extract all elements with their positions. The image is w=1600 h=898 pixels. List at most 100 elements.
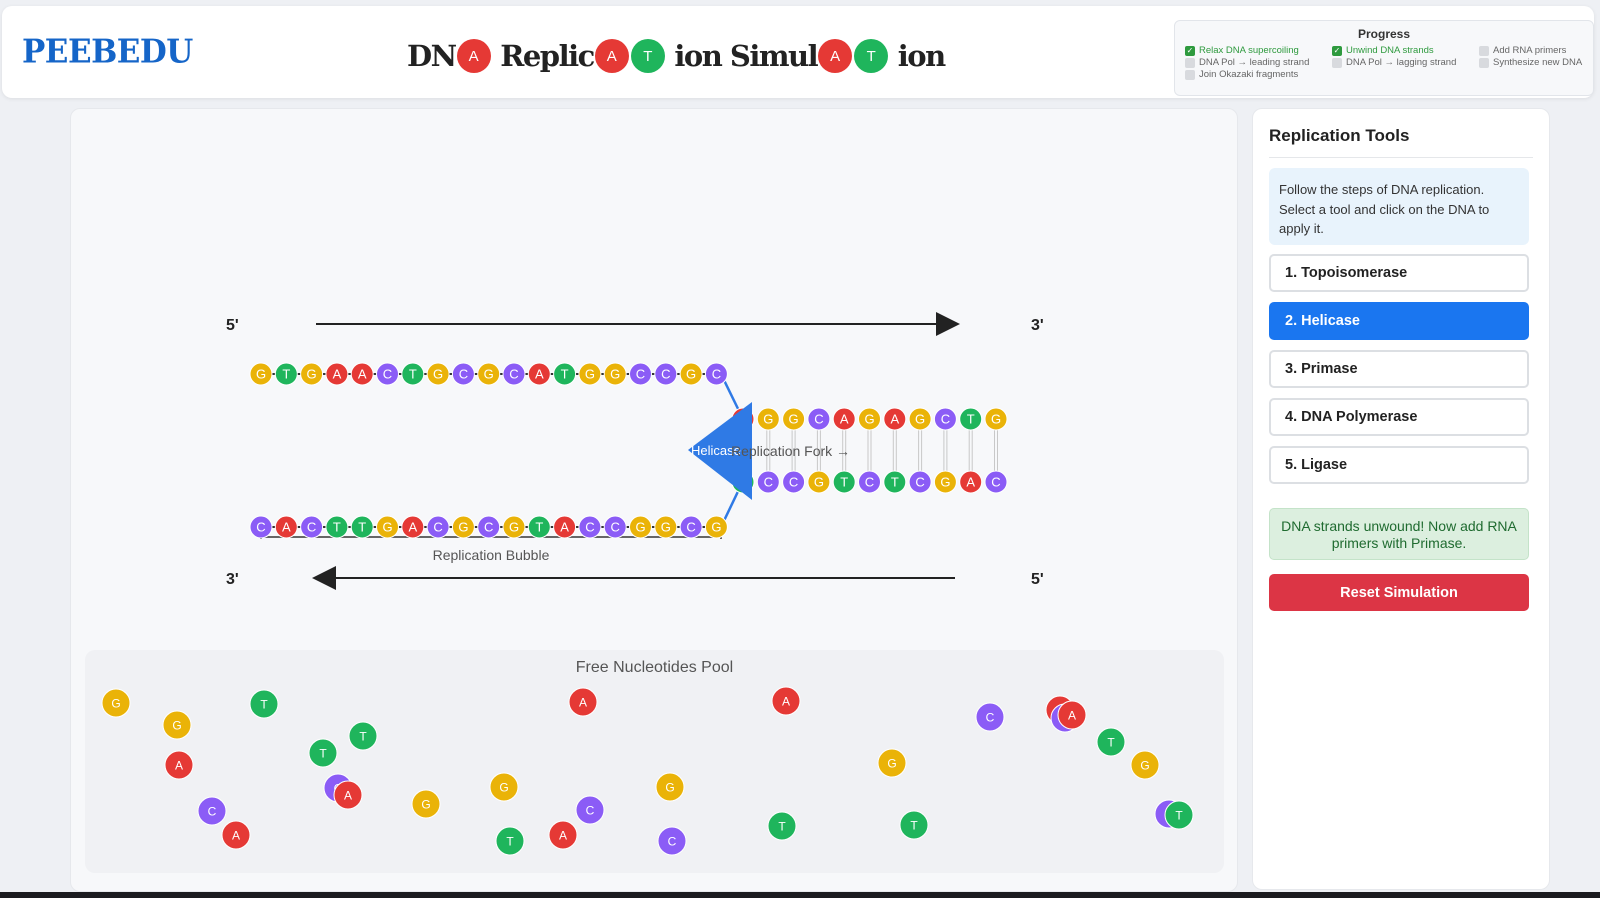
nucleotide-c[interactable]: C	[975, 702, 1005, 732]
nucleotide-c[interactable]: C	[502, 362, 526, 386]
brand-logo[interactable]: PEEBEDU	[22, 33, 193, 71]
nucleotide-letter: T	[1107, 735, 1115, 749]
nucleotide-t[interactable]: T	[495, 826, 525, 856]
nucleotide-c[interactable]: C	[578, 515, 602, 539]
nucleotide-t[interactable]: T	[350, 515, 374, 539]
nucleotide-c[interactable]: C	[426, 515, 450, 539]
tool-button-helicase[interactable]: 2. Helicase	[1269, 302, 1529, 340]
nucleotide-a[interactable]: A	[883, 407, 907, 431]
nucleotide-g[interactable]: G	[249, 362, 273, 386]
nucleotide-c[interactable]: C	[679, 515, 703, 539]
tool-button-topoisomerase[interactable]: 1. Topoisomerase	[1269, 254, 1529, 292]
nucleotide-g[interactable]: G	[411, 789, 441, 819]
nucleotide-a[interactable]: A	[164, 750, 194, 780]
nucleotide-g[interactable]: G	[629, 515, 652, 539]
nucleotide-t[interactable]: T	[1164, 800, 1194, 830]
nucleotide-c[interactable]: C	[984, 470, 1008, 494]
nucleotide-g[interactable]: G	[603, 362, 627, 386]
nucleotide-c[interactable]: C	[858, 470, 881, 494]
nucleotide-c[interactable]: C	[782, 470, 806, 494]
nucleotide-a[interactable]: A	[350, 362, 374, 386]
nucleotide-g[interactable]: G	[489, 772, 519, 802]
nucleotide-t[interactable]: T	[274, 362, 298, 386]
pool-area: GGTATTCACAGGTCAAGCTAGTCACATGCT	[101, 686, 1194, 856]
helicase-enzyme[interactable]: Helicase	[688, 402, 752, 500]
nucleotide-g[interactable]: G	[502, 515, 526, 539]
nucleotide-g[interactable]: G	[426, 362, 450, 386]
nucleotide-t[interactable]: T	[899, 810, 929, 840]
nucleotide-t[interactable]: T	[959, 407, 983, 431]
nucleotide-a[interactable]: A	[527, 362, 551, 386]
tool-button-dna-polymerase[interactable]: 4. DNA Polymerase	[1269, 398, 1529, 436]
nucleotide-c[interactable]: C	[376, 362, 399, 386]
nucleotide-t[interactable]: T	[325, 515, 349, 539]
nucleotide-t[interactable]: T	[527, 515, 551, 539]
nucleotide-t[interactable]: T	[832, 470, 856, 494]
nucleotide-g[interactable]: G	[807, 470, 831, 494]
nucleotide-c[interactable]: C	[657, 826, 687, 856]
nucleotide-a[interactable]: A	[401, 515, 425, 539]
nucleotide-c[interactable]: C	[704, 362, 728, 386]
nucleotide-g[interactable]: G	[782, 407, 806, 431]
nucleotide-c[interactable]: C	[629, 362, 652, 386]
nucleotide-a[interactable]: A	[221, 820, 251, 850]
nucleotide-letter: A	[966, 475, 975, 490]
nucleotide-g[interactable]: G	[300, 362, 324, 386]
nucleotide-g[interactable]: G	[451, 515, 475, 539]
nucleotide-g[interactable]: G	[984, 407, 1008, 431]
nucleotide-c[interactable]: C	[603, 515, 627, 539]
nucleotide-c[interactable]: C	[197, 796, 227, 826]
nucleotide-a[interactable]: A	[771, 686, 801, 716]
nucleotide-a[interactable]: A	[832, 407, 856, 431]
nucleotide-c[interactable]: C	[249, 515, 273, 539]
nucleotide-g[interactable]: G	[477, 362, 501, 386]
nucleotide-c[interactable]: C	[451, 362, 475, 386]
nucleotide-t[interactable]: T	[767, 811, 797, 841]
nucleotide-g[interactable]: G	[877, 748, 907, 778]
nucleotide-letter: T	[506, 834, 514, 848]
nucleotide-a[interactable]: A	[959, 470, 983, 494]
nucleotide-circle	[959, 407, 983, 431]
nucleotide-g[interactable]: G	[704, 515, 728, 539]
nucleotide-c[interactable]: C	[933, 407, 957, 431]
nucleotide-g[interactable]: G	[655, 772, 685, 802]
nucleotide-t[interactable]: T	[883, 470, 907, 494]
nucleotide-g[interactable]: G	[1130, 750, 1160, 780]
nucleotide-t[interactable]: T	[553, 362, 577, 386]
nucleotide-a[interactable]: A	[553, 515, 577, 539]
nucleotide-a[interactable]: A	[274, 515, 298, 539]
tool-button-primase[interactable]: 3. Primase	[1269, 350, 1529, 388]
nucleotide-g[interactable]: G	[756, 407, 780, 431]
tool-button-ligase[interactable]: 5. Ligase	[1269, 446, 1529, 484]
nucleotide-g[interactable]: G	[908, 407, 932, 431]
nucleotide-t[interactable]: T	[1096, 727, 1126, 757]
nucleotide-t[interactable]: T	[348, 721, 378, 751]
nucleotide-a[interactable]: A	[325, 362, 349, 386]
nucleotide-c[interactable]: C	[908, 470, 932, 494]
nucleotide-g[interactable]: G	[679, 362, 703, 386]
nucleotide-c[interactable]: C	[477, 515, 501, 539]
nucleotide-c[interactable]: C	[654, 362, 678, 386]
nucleotide-letter: G	[711, 520, 721, 535]
nucleotide-g[interactable]: G	[376, 515, 399, 539]
nucleotide-g[interactable]: G	[933, 470, 957, 494]
nucleotide-a[interactable]: A	[568, 687, 598, 717]
nucleotide-t[interactable]: T	[401, 362, 425, 386]
nucleotide-a[interactable]: A	[548, 820, 578, 850]
nucleotide-t[interactable]: T	[249, 689, 279, 719]
nucleotide-g[interactable]: G	[101, 688, 131, 718]
nucleotide-g[interactable]: G	[858, 407, 881, 431]
reset-simulation-button[interactable]: Reset Simulation	[1269, 574, 1529, 611]
nucleotide-circle	[629, 515, 652, 539]
nucleotide-g[interactable]: G	[654, 515, 678, 539]
nucleotide-c[interactable]: C	[756, 470, 780, 494]
nucleotide-g[interactable]: G	[578, 362, 602, 386]
nucleotide-a[interactable]: A	[333, 780, 363, 810]
nucleotide-c[interactable]: C	[575, 795, 605, 825]
nucleotide-a[interactable]: A	[1057, 700, 1087, 730]
nucleotide-g[interactable]: G	[162, 710, 192, 740]
nucleotide-t[interactable]: T	[308, 738, 338, 768]
nucleotide-c[interactable]: C	[807, 407, 831, 431]
nucleotide-c[interactable]: C	[300, 515, 324, 539]
